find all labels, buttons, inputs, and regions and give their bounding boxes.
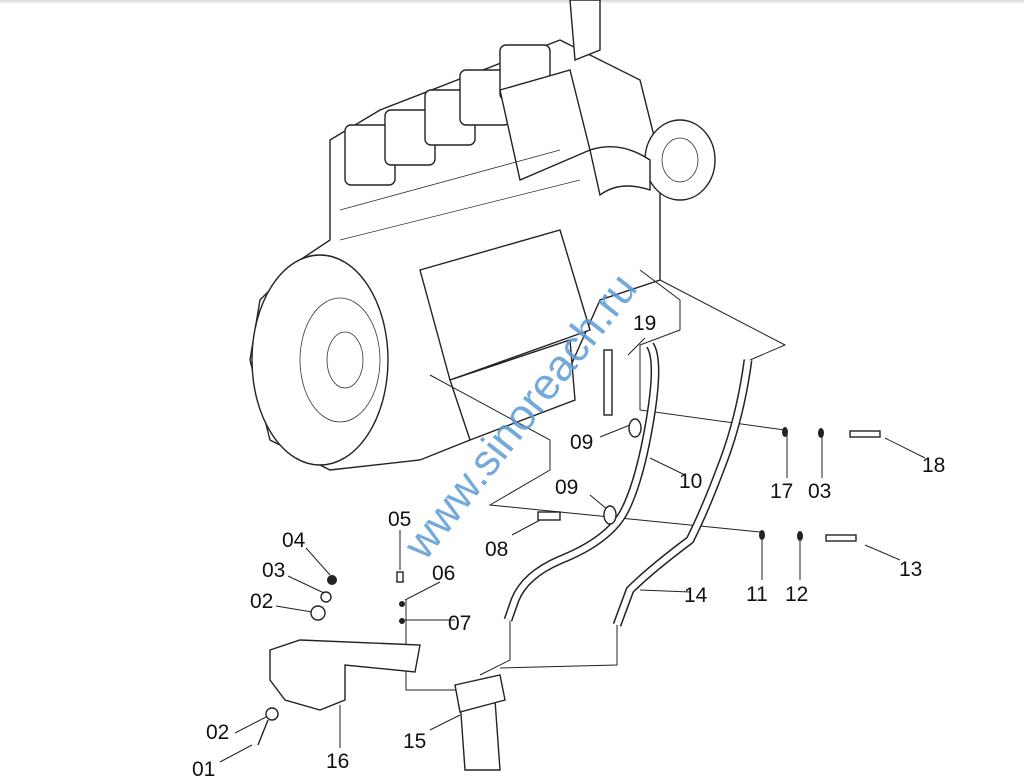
engine-assembly (249, 0, 716, 471)
label-12: 12 (785, 583, 808, 606)
fitting-08 (537, 511, 561, 521)
label-03: 03 (262, 559, 285, 582)
bracket-16 (269, 639, 421, 711)
label-03: 03 (808, 480, 831, 503)
label-16: 16 (326, 750, 349, 773)
label-08: 08 (485, 538, 508, 561)
parts (257, 342, 881, 771)
label-06: 06 (432, 562, 455, 585)
label-19: 19 (633, 312, 656, 335)
label-05: 05 (388, 508, 411, 531)
label-10: 10 (679, 470, 702, 493)
label-01: 01 (192, 758, 215, 776)
label-04: 04 (282, 529, 306, 552)
top-border (0, 0, 1024, 4)
label-09: 09 (555, 476, 578, 499)
label-09: 09 (570, 431, 593, 454)
label-15: 15 (403, 730, 426, 753)
label-18: 18 (922, 454, 945, 477)
label-11: 11 (746, 583, 768, 606)
label-17: 17 (770, 480, 793, 503)
label-02: 02 (206, 721, 229, 744)
label-07: 07 (448, 612, 471, 635)
label-14: 14 (684, 584, 708, 607)
leader-lines (219, 269, 926, 763)
label-02: 02 (250, 590, 273, 613)
part-labels: 19 09 10 17 03 18 09 08 05 11 12 13 14 0… (192, 312, 945, 776)
bracket-19 (603, 349, 613, 416)
label-13: 13 (899, 558, 922, 581)
